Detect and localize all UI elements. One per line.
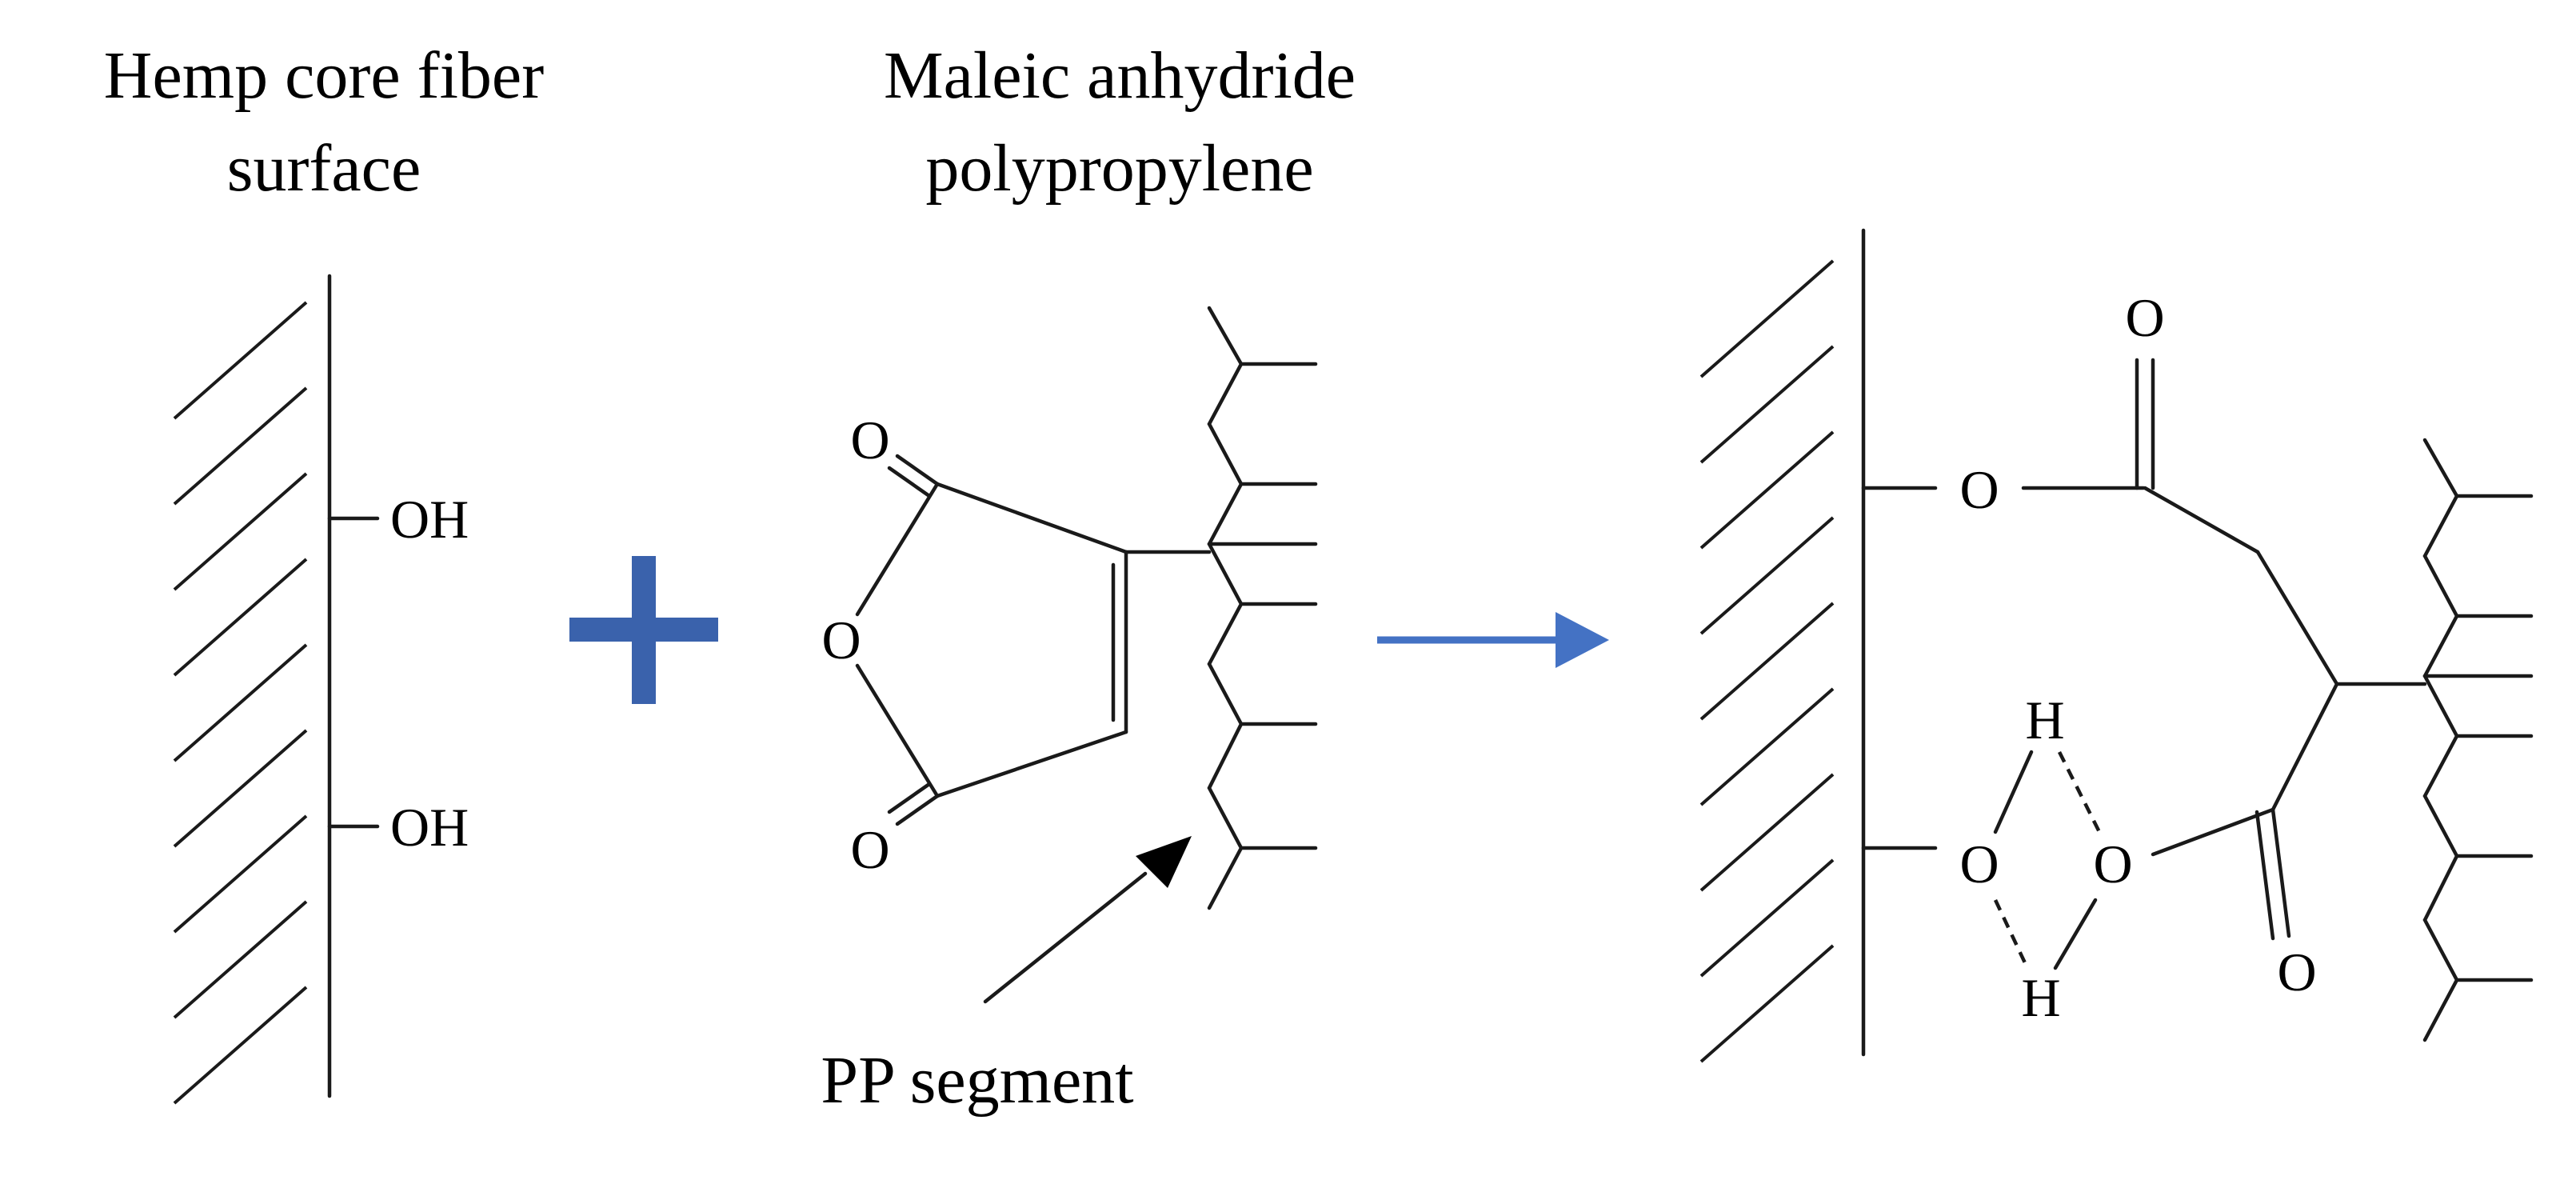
pp-segment-chain-product [2422,438,2534,1042]
surface-hatching-left [173,301,308,1105]
fiber-title-line2: surface [227,131,421,206]
maleic-anhydride-ring: O O O [821,410,1212,880]
carbonyl-oxygen-product-bottom: O [2277,942,2316,1002]
carbonyl-oxygen-top: O [850,410,889,470]
surface-hydroxyl-oxygen: O [1959,834,1999,894]
mapp-title-line2: polypropylene [925,131,1313,206]
grafted-product: O O O O O H H [1861,287,2427,1028]
hydrogen-top: H [2025,690,2064,750]
ring-oxygen: O [821,610,861,670]
fiber-surface-right [1699,228,1866,1063]
hydrogen-bottom: H [2021,967,2060,1028]
pp-segment-chain [1207,306,1318,910]
hydroxyl-label-top: OH [390,489,469,550]
hydroxyl-label-bottom: OH [390,797,469,858]
ester-oxygen: O [1959,459,1999,520]
fiber-surface-left: OH OH [173,274,469,1105]
carboxyl-oxygen: O [2093,834,2132,894]
fiber-title-line1: Hemp core fiber [104,38,544,113]
carbonyl-oxygen-bottom: O [850,819,889,880]
surface-hatching-right [1699,259,1835,1063]
arrow-right-icon [1377,612,1609,668]
pp-segment-label: PP segment [821,1043,1133,1118]
arrow-pointer-icon [983,836,1192,1004]
carbonyl-oxygen-product-top: O [2125,287,2164,348]
mapp-title-line1: Maleic anhydride [884,38,1356,113]
plus-icon [569,556,718,704]
